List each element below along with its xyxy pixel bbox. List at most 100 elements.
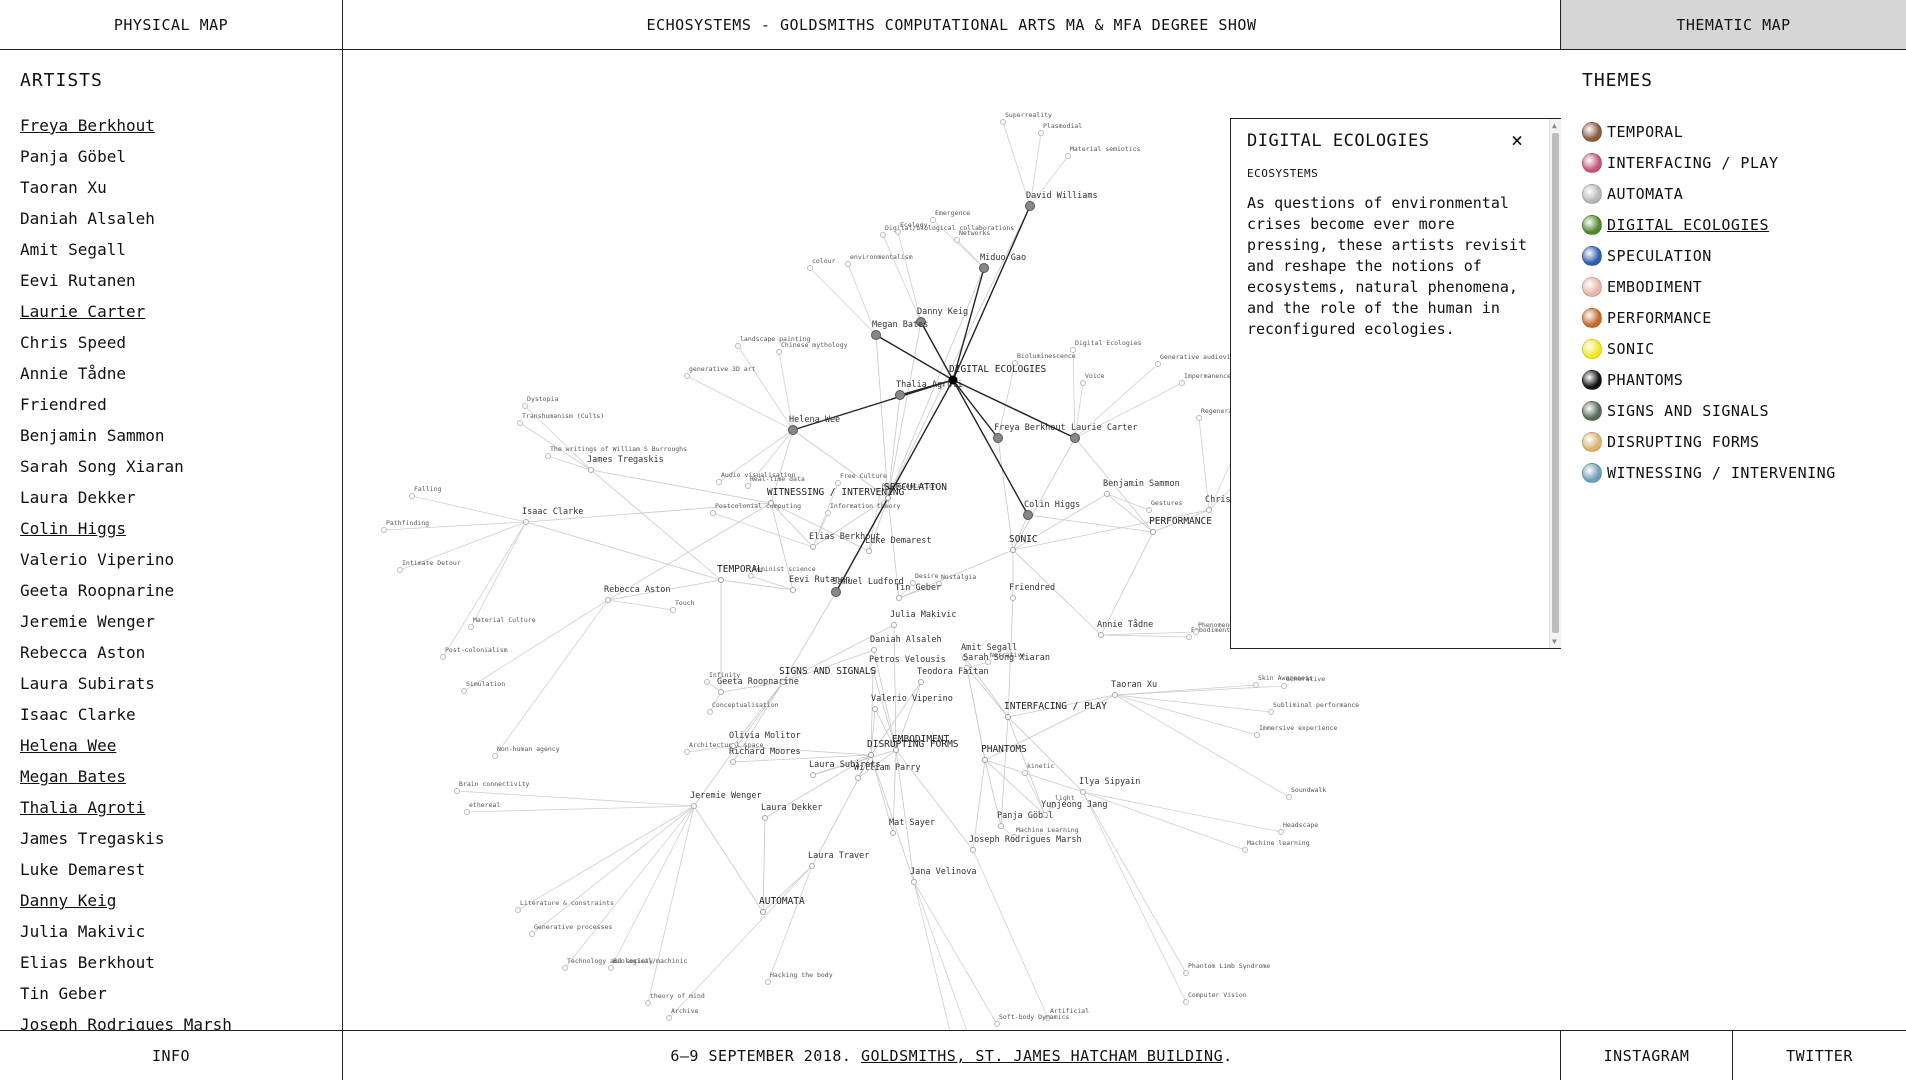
theme-node[interactable] bbox=[893, 747, 899, 753]
artist-list-item[interactable]: Eevi Rutanen bbox=[20, 271, 232, 302]
artist-list-item[interactable]: Laura Subirats bbox=[20, 674, 232, 705]
artist-list-item[interactable]: Benjamin Sammon bbox=[20, 426, 232, 457]
keyword-label[interactable]: Feminist science bbox=[753, 565, 816, 573]
theme-node[interactable] bbox=[1150, 529, 1156, 535]
theme-item[interactable]: PERFORMANCE bbox=[1582, 302, 1836, 333]
keyword-node[interactable] bbox=[545, 453, 551, 459]
artist-label[interactable]: Annie Tådne bbox=[1097, 619, 1153, 630]
artist-label[interactable]: Jana Velinova bbox=[910, 867, 977, 877]
theme-node[interactable] bbox=[868, 752, 874, 758]
artist-label[interactable]: Laura Traver bbox=[808, 851, 869, 861]
artist-node[interactable] bbox=[866, 548, 872, 554]
artist-label[interactable]: James Tregaskis bbox=[587, 455, 664, 465]
artist-list-item[interactable]: Valerio Viperino bbox=[20, 550, 232, 581]
keyword-label[interactable]: Headscape bbox=[1283, 821, 1318, 829]
theme-node-label[interactable]: EMBODIMENT bbox=[892, 734, 949, 745]
keyword-label[interactable]: Generative processes bbox=[534, 923, 612, 931]
keyword-label[interactable]: Soundwalk bbox=[1291, 786, 1326, 794]
artist-node[interactable] bbox=[891, 622, 897, 628]
artist-node[interactable] bbox=[605, 597, 611, 603]
keyword-node[interactable] bbox=[994, 1021, 1000, 1027]
artist-list-item[interactable]: Isaac Clarke bbox=[20, 705, 232, 736]
keyword-label[interactable]: Networks bbox=[959, 229, 990, 237]
artist-name[interactable]: Danny Keig bbox=[20, 891, 117, 910]
keyword-label[interactable]: Architectural space bbox=[689, 741, 763, 749]
artist-name[interactable]: Joseph Rodrigues Marsh bbox=[20, 1015, 232, 1030]
theme-item[interactable]: SONIC bbox=[1582, 333, 1836, 364]
keyword-node[interactable] bbox=[1278, 829, 1284, 835]
artist-label[interactable]: Petros Velousis bbox=[869, 655, 946, 665]
artist-name[interactable]: Eevi Rutanen bbox=[20, 271, 136, 290]
twitter-link[interactable]: TWITTER bbox=[1786, 1047, 1853, 1065]
artist-node[interactable] bbox=[964, 665, 970, 671]
keyword-label[interactable]: Soft-body Dynamics bbox=[999, 1013, 1070, 1021]
keyword-label[interactable]: Real-time data bbox=[750, 475, 805, 483]
artist-name[interactable]: Luke Demarest bbox=[20, 860, 146, 879]
artist-label[interactable]: Isaac Clarke bbox=[522, 507, 583, 517]
artist-node[interactable] bbox=[895, 390, 905, 400]
keyword-label[interactable]: Ecology bbox=[900, 221, 927, 229]
artist-list-item[interactable]: Jeremie Wenger bbox=[20, 612, 232, 643]
keyword-node[interactable] bbox=[1179, 380, 1185, 386]
keyword-label[interactable]: Dystopia bbox=[527, 395, 558, 403]
theme-node-label[interactable]: PHANTOMS bbox=[981, 744, 1027, 755]
artist-name[interactable]: Elias Berkhout bbox=[20, 953, 155, 972]
keyword-node[interactable] bbox=[748, 573, 754, 579]
keyword-label[interactable]: Non-human agency bbox=[497, 745, 560, 753]
keyword-node[interactable] bbox=[930, 217, 936, 223]
artist-label[interactable]: Laura Subirats bbox=[809, 760, 881, 770]
keyword-node[interactable] bbox=[1050, 802, 1056, 808]
artist-list-item[interactable]: Laurie Carter bbox=[20, 302, 232, 333]
keyword-node[interactable] bbox=[1281, 683, 1287, 689]
keyword-node[interactable] bbox=[454, 788, 460, 794]
theme-node[interactable] bbox=[718, 577, 724, 583]
artist-name[interactable]: Colin Higgs bbox=[20, 519, 126, 538]
artist-name[interactable]: Laura Dekker bbox=[20, 488, 136, 507]
artist-label[interactable]: Laura Dekker bbox=[761, 803, 822, 813]
artist-list-item[interactable]: Elias Berkhout bbox=[20, 953, 232, 984]
keyword-node[interactable] bbox=[1070, 347, 1076, 353]
keyword-node[interactable] bbox=[492, 753, 498, 759]
keyword-label[interactable]: Phenomenology bbox=[1198, 621, 1249, 629]
artist-list-item[interactable]: Panja Göbel bbox=[20, 147, 232, 178]
keyword-label[interactable]: Brain connectivity bbox=[459, 780, 530, 788]
artist-node[interactable] bbox=[896, 595, 902, 601]
theme-item[interactable]: INTERFACING / PLAY bbox=[1582, 147, 1836, 178]
artist-node[interactable] bbox=[1025, 201, 1035, 211]
venue-link[interactable]: GOLDSMITHS, ST. JAMES HATCHAM BUILDING bbox=[860, 1047, 1224, 1065]
theme-node-label[interactable]: DISRUPTING FORMS bbox=[867, 739, 959, 750]
artist-label[interactable]: Daniah Alsaleh bbox=[870, 635, 942, 645]
keyword-label[interactable]: landscape painting bbox=[740, 335, 811, 343]
artist-name[interactable]: Freya Berkhout bbox=[20, 116, 155, 135]
artist-node[interactable] bbox=[993, 433, 1003, 443]
theme-item[interactable]: TEMPORAL bbox=[1582, 116, 1836, 147]
theme-item[interactable]: WITNESSING / INTERVENING bbox=[1582, 457, 1836, 488]
artist-list-item[interactable]: Annie Tådne bbox=[20, 364, 232, 395]
theme-node-label[interactable]: TEMPORAL bbox=[717, 564, 763, 575]
keyword-node[interactable] bbox=[515, 907, 521, 913]
artist-node[interactable] bbox=[855, 775, 861, 781]
keyword-node[interactable] bbox=[1022, 770, 1028, 776]
artist-node[interactable] bbox=[810, 544, 816, 550]
artist-name[interactable]: Panja Göbel bbox=[20, 147, 126, 166]
keyword-label[interactable]: Audio visualisation bbox=[721, 471, 795, 479]
keyword-node[interactable] bbox=[1286, 794, 1292, 800]
keyword-node[interactable] bbox=[440, 654, 446, 660]
artist-name[interactable]: Tin Geber bbox=[20, 984, 107, 1003]
theme-node[interactable] bbox=[982, 757, 988, 763]
keyword-node[interactable] bbox=[670, 607, 676, 613]
close-icon[interactable]: × bbox=[1511, 128, 1524, 152]
keyword-node[interactable] bbox=[1155, 361, 1161, 367]
keyword-node[interactable] bbox=[666, 1015, 672, 1021]
artist-list-item[interactable]: Julia Makivic bbox=[20, 922, 232, 953]
scroll-thumb[interactable] bbox=[1552, 133, 1559, 633]
artist-name[interactable]: Rebecca Aston bbox=[20, 643, 146, 662]
keyword-label[interactable]: Narrative bbox=[990, 651, 1025, 659]
keyword-label[interactable]: Intimate Detour bbox=[402, 559, 461, 567]
artist-node[interactable] bbox=[871, 647, 877, 653]
keyword-node[interactable] bbox=[529, 931, 535, 937]
artist-node[interactable] bbox=[870, 667, 876, 673]
artist-name[interactable]: Isaac Clarke bbox=[20, 705, 136, 724]
artist-name[interactable]: Benjamin Sammon bbox=[20, 426, 165, 445]
